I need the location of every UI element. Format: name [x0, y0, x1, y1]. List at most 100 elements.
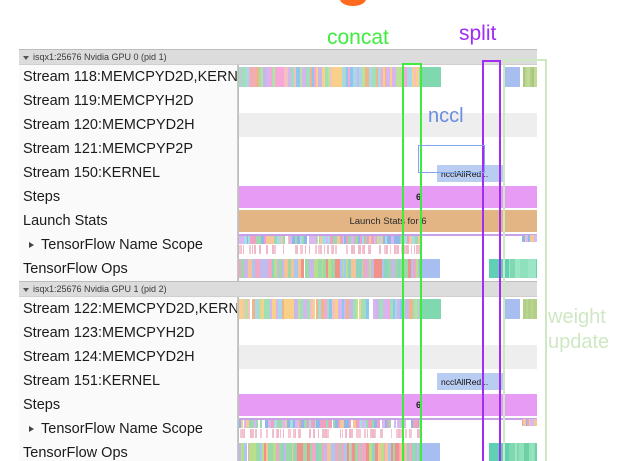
- reduce-ops-block: [489, 443, 509, 461]
- row-label-text: TensorFlow Name Scope: [41, 421, 203, 437]
- timeline-row[interactable]: Stream 123:MEMCPYH2D: [19, 321, 537, 345]
- trace-block: [535, 419, 537, 426]
- row-track[interactable]: 6: [238, 185, 537, 209]
- row-track[interactable]: Launch Stats for 6: [238, 209, 537, 233]
- row-label[interactable]: Stream 124:MEMCPYD2H: [19, 345, 238, 369]
- trace-block: [327, 418, 330, 428]
- trace-block: [418, 234, 422, 244]
- timeline-row[interactable]: TensorFlow Ops: [19, 257, 537, 281]
- timeline-panel[interactable]: isqx1:25676 Nvidia GPU 0 (pid 1)Stream 1…: [19, 49, 537, 461]
- row-track[interactable]: [238, 233, 537, 257]
- row-label[interactable]: Stream 123:MEMCPYH2D: [19, 321, 238, 345]
- trace-block: [267, 259, 272, 278]
- trace-block: [389, 245, 392, 254]
- timeline-row[interactable]: Stream 121:MEMCPYP2P: [19, 137, 537, 161]
- trace-block: [366, 259, 369, 278]
- timeline-row[interactable]: Stream 118:MEMCPYD2D,KERNEL,ME: [19, 65, 537, 89]
- trace-block: [248, 299, 250, 319]
- nccl-allreduce-bar[interactable]: ncclAllRed...: [437, 165, 504, 182]
- row-label[interactable]: Stream 151:KERNEL: [19, 369, 238, 393]
- trace-block: [252, 234, 256, 244]
- row-label[interactable]: Stream 150:KERNEL: [19, 161, 238, 185]
- trace-block: [240, 443, 245, 461]
- row-track[interactable]: [238, 65, 537, 89]
- row-track[interactable]: [238, 137, 537, 161]
- name-scope-sub-band: [239, 245, 420, 254]
- row-label[interactable]: TensorFlow Name Scope: [19, 233, 238, 257]
- trace-block: [287, 429, 290, 438]
- trace-block: [358, 443, 361, 461]
- row-track[interactable]: [238, 345, 537, 369]
- trace-block: [368, 259, 371, 278]
- row-track[interactable]: ncclAllRed...: [238, 161, 537, 185]
- row-track[interactable]: [238, 113, 537, 137]
- timeline-row[interactable]: Stream 150:KERNEL ncclAllRed...: [19, 161, 537, 185]
- timeline-row[interactable]: Stream 120:MEMCPYD2H: [19, 113, 537, 137]
- expand-triangle-icon[interactable]: [29, 426, 34, 432]
- row-label[interactable]: TensorFlow Ops: [19, 257, 238, 281]
- row-label[interactable]: Launch Stats: [19, 209, 238, 233]
- row-label[interactable]: Stream 120:MEMCPYD2H: [19, 113, 238, 137]
- trace-block: [352, 299, 356, 319]
- trace-block: [318, 245, 321, 254]
- trace-block: [374, 429, 377, 438]
- trace-block: [369, 429, 372, 438]
- trace-block: [332, 245, 334, 254]
- collapse-caret-icon[interactable]: [23, 288, 29, 292]
- timeline-row[interactable]: Stream 119:MEMCPYH2D: [19, 89, 537, 113]
- steps-bar[interactable]: 6: [239, 394, 537, 416]
- trace-block: [284, 67, 286, 87]
- gpu-group-header[interactable]: isqx1:25676 Nvidia GPU 0 (pid 1): [19, 49, 537, 65]
- trace-block: [270, 234, 274, 244]
- gpu-group-header[interactable]: isqx1:25676 Nvidia GPU 1 (pid 2): [19, 281, 537, 297]
- trace-block: [509, 259, 511, 278]
- trace-block: [239, 418, 241, 428]
- timeline-row[interactable]: TensorFlow Name Scope: [19, 417, 537, 441]
- trace-block: [255, 234, 258, 244]
- row-label[interactable]: TensorFlow Ops: [19, 441, 238, 461]
- timeline-row[interactable]: TensorFlow Ops: [19, 441, 537, 461]
- trace-block: [240, 418, 243, 428]
- row-label[interactable]: Steps: [19, 393, 238, 417]
- row-track[interactable]: [238, 321, 537, 345]
- launch-stats-bar[interactable]: Launch Stats for 6: [239, 210, 537, 232]
- trace-block: [322, 259, 326, 278]
- trace-block: [409, 299, 413, 319]
- row-label-text: Stream 122:MEMCPYD2D,KERNEL,MI: [23, 301, 238, 317]
- row-label[interactable]: Steps: [19, 185, 238, 209]
- expand-triangle-icon[interactable]: [29, 242, 34, 248]
- row-label[interactable]: Stream 119:MEMCPYH2D: [19, 89, 238, 113]
- trace-block: [313, 429, 315, 438]
- row-label[interactable]: Stream 118:MEMCPYD2D,KERNEL,ME: [19, 65, 238, 89]
- trace-block: [279, 418, 283, 428]
- row-track[interactable]: [238, 89, 537, 113]
- collapse-caret-icon[interactable]: [23, 56, 29, 60]
- row-track[interactable]: [238, 297, 537, 321]
- trace-block: [278, 443, 282, 461]
- row-label[interactable]: Stream 121:MEMCPYP2P: [19, 137, 238, 161]
- trace-block: [242, 67, 246, 87]
- trace-block: [293, 443, 296, 461]
- row-label-text: Stream 123:MEMCPYH2D: [23, 325, 195, 341]
- trace-block: [355, 234, 359, 244]
- split-ops-block: [422, 259, 440, 278]
- trace-block: [369, 234, 372, 244]
- timeline-row[interactable]: TensorFlow Name Scope: [19, 233, 537, 257]
- row-track[interactable]: 6: [238, 393, 537, 417]
- row-label[interactable]: Stream 122:MEMCPYD2D,KERNEL,MI: [19, 297, 238, 321]
- row-track[interactable]: [238, 257, 537, 281]
- timeline-row[interactable]: Stream 122:MEMCPYD2D,KERNEL,MI: [19, 297, 537, 321]
- trace-block: [276, 234, 279, 244]
- timeline-row[interactable]: Stream 151:KERNEL ncclAllRed...: [19, 369, 537, 393]
- row-track[interactable]: [238, 441, 537, 461]
- row-label[interactable]: TensorFlow Name Scope: [19, 417, 238, 441]
- steps-bar[interactable]: 6: [239, 186, 537, 208]
- timeline-row[interactable]: Stream 124:MEMCPYD2H: [19, 345, 537, 369]
- row-track[interactable]: [238, 417, 537, 441]
- trace-block: [299, 429, 302, 438]
- row-track[interactable]: ncclAllRed...: [238, 369, 537, 393]
- nccl-allreduce-bar[interactable]: ncclAllRed...: [437, 373, 504, 390]
